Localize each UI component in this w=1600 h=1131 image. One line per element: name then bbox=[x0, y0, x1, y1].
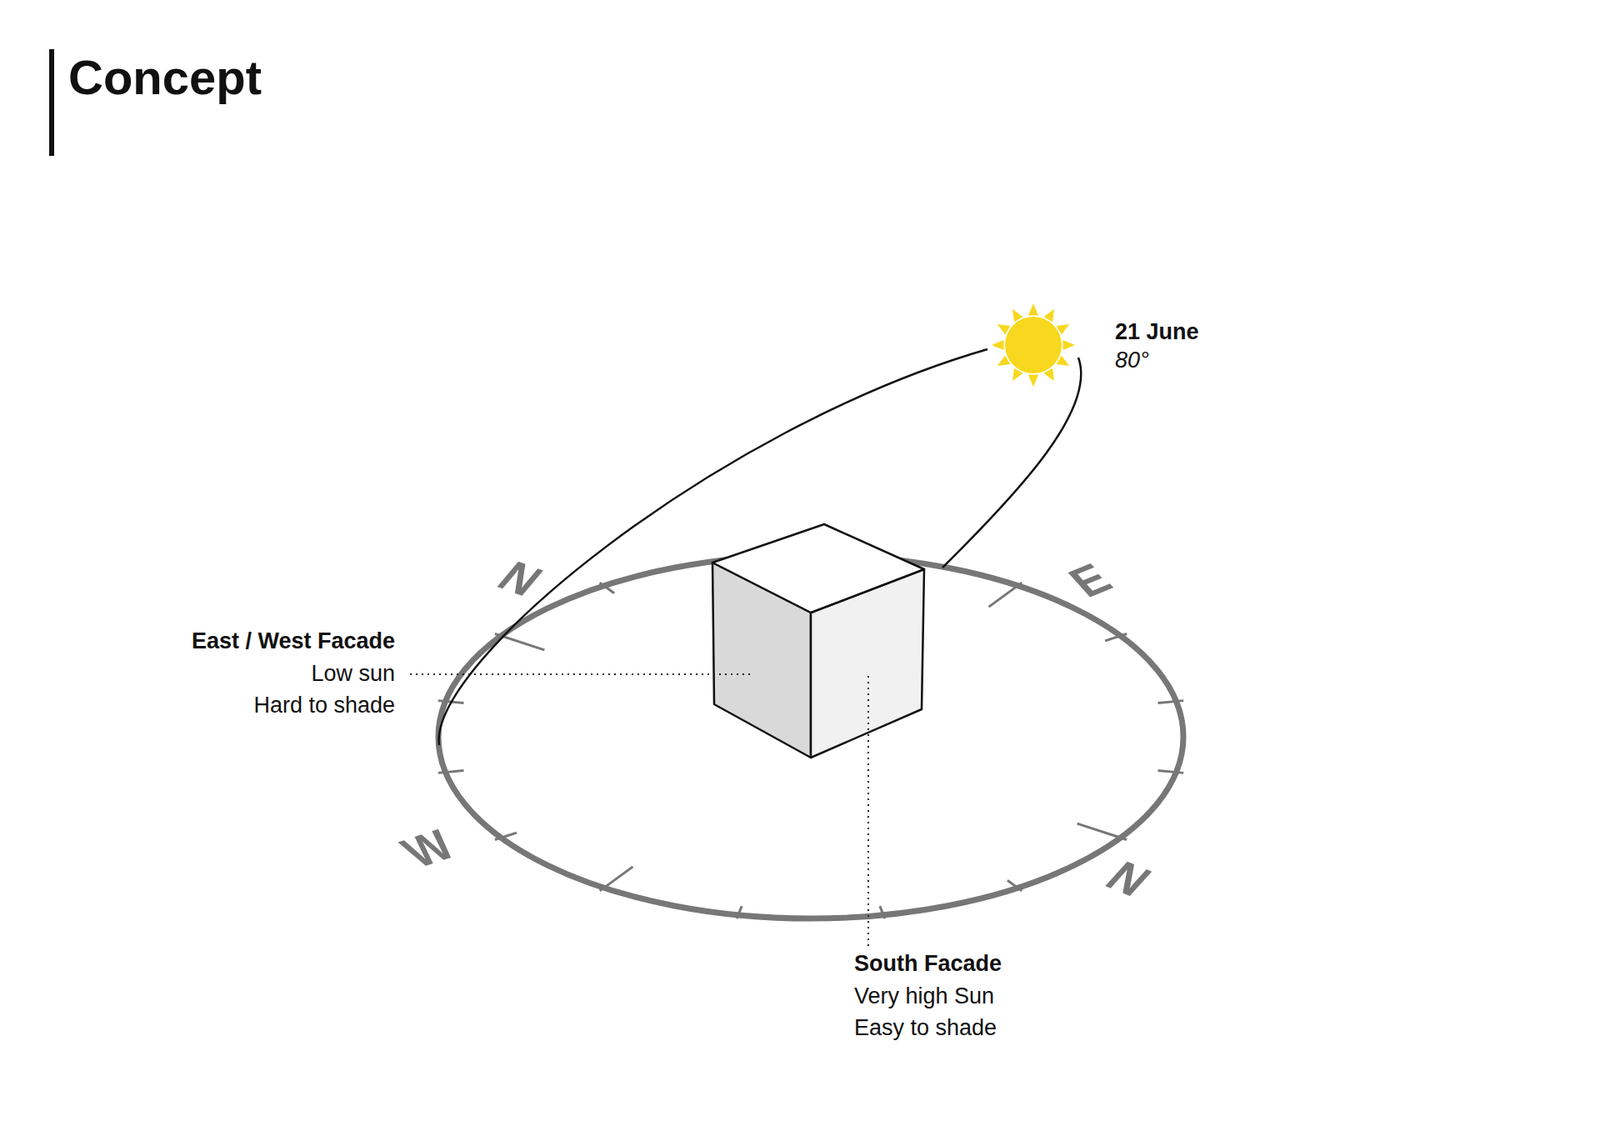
sun-ray bbox=[1012, 309, 1024, 323]
tick-mark bbox=[600, 582, 615, 594]
tick-mark bbox=[1105, 633, 1127, 640]
callout-text: Very high Sun bbox=[854, 983, 995, 1010]
title-bar bbox=[49, 49, 55, 156]
callout-text: Easy to shade bbox=[854, 1015, 997, 1041]
callout-heading: South Facade bbox=[854, 950, 1002, 977]
compass-letter: N bbox=[1095, 851, 1162, 905]
sun-ray bbox=[1062, 340, 1075, 350]
sun-ray bbox=[1028, 303, 1039, 316]
sun-ray bbox=[1056, 355, 1070, 366]
sun-path bbox=[942, 357, 1081, 568]
page-title: Concept bbox=[68, 50, 262, 106]
sun-ray bbox=[991, 340, 1005, 350]
tick-mark bbox=[1157, 770, 1184, 773]
tick-mark bbox=[495, 832, 517, 840]
compass-letter: W bbox=[390, 820, 465, 877]
sun-ray bbox=[1043, 368, 1055, 382]
sun-ray bbox=[997, 355, 1011, 366]
sun-ray bbox=[1012, 368, 1024, 382]
tick-mark bbox=[1007, 880, 1022, 891]
sun-icon bbox=[991, 303, 1075, 387]
sun-ray bbox=[1043, 309, 1055, 323]
leader-line bbox=[410, 673, 750, 675]
tick-mark bbox=[880, 905, 885, 919]
callout-heading: East / West Facade bbox=[191, 628, 395, 655]
cube-top-face bbox=[712, 524, 925, 613]
sun-ray bbox=[997, 324, 1011, 335]
tick-mark bbox=[1157, 700, 1184, 704]
compass-letter: E bbox=[1057, 554, 1123, 607]
tick-mark bbox=[1077, 823, 1127, 840]
tick-mark bbox=[736, 905, 742, 919]
leader-line bbox=[867, 675, 870, 947]
callout-text: Low sun bbox=[310, 660, 395, 687]
angle-label: 80° bbox=[1115, 347, 1150, 374]
tick-mark bbox=[989, 582, 1023, 607]
callout-text: Hard to shade bbox=[253, 692, 395, 719]
tick-mark bbox=[600, 866, 634, 891]
date-label: 21 June bbox=[1115, 319, 1200, 345]
sun-ray bbox=[1056, 324, 1070, 335]
tick-mark bbox=[438, 770, 465, 773]
sun-ray bbox=[1028, 374, 1039, 387]
